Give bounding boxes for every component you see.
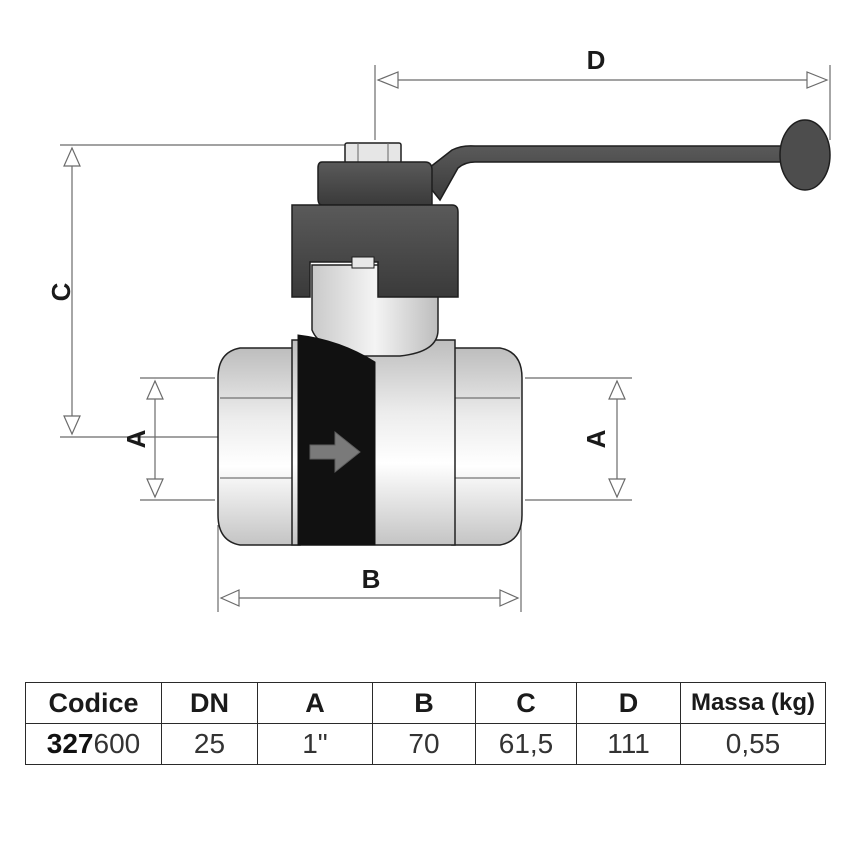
spec-table: Codice DN A B C D Massa (kg) 327600 25 1… — [25, 682, 826, 765]
cell-d: 111 — [576, 723, 681, 765]
codice-prefix: 327 — [46, 728, 94, 759]
table-header-row: Codice DN A B C D Massa (kg) — [25, 682, 826, 724]
header-c: C — [475, 682, 577, 724]
dimension-lines — [60, 65, 831, 612]
header-massa: Massa (kg) — [680, 682, 826, 724]
codice-suffix: 600 — [93, 728, 141, 759]
cell-c: 61,5 — [475, 723, 577, 765]
cell-b: 70 — [372, 723, 476, 765]
dim-label-a-left: A — [121, 429, 151, 448]
dim-label-d: D — [587, 45, 606, 75]
cell-massa: 0,55 — [680, 723, 826, 765]
table-row: 327600 25 1" 70 61,5 111 0,55 — [25, 723, 826, 765]
header-a: A — [257, 682, 373, 724]
header-b: B — [372, 682, 476, 724]
cell-codice: 327600 — [25, 723, 162, 765]
cell-a: 1" — [257, 723, 373, 765]
cell-dn: 25 — [161, 723, 258, 765]
valve-drawing: D C A A B — [46, 45, 831, 612]
valve-handle — [291, 119, 831, 298]
header-codice: Codice — [25, 682, 162, 724]
dim-label-c: C — [46, 282, 76, 301]
dim-label-b: B — [362, 564, 381, 594]
header-d: D — [576, 682, 681, 724]
dim-label-a-right: A — [581, 429, 611, 448]
header-dn: DN — [161, 682, 258, 724]
flow-arrow-icon — [309, 430, 361, 474]
